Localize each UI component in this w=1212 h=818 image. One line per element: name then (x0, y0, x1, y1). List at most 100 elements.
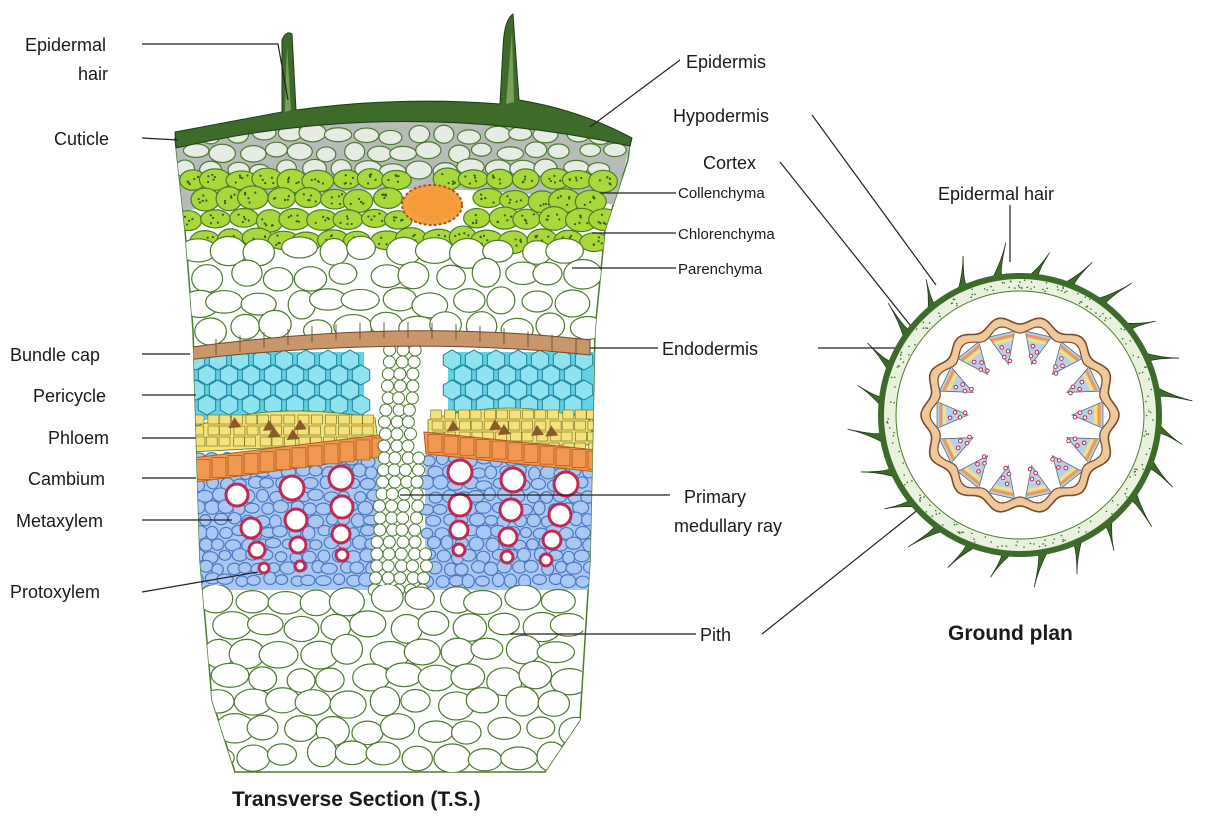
gp-hypodermis-dot (938, 312, 940, 314)
collenchyma-cell (525, 142, 547, 158)
chloroplast-dot (331, 234, 333, 236)
pericycle-cell (264, 365, 281, 385)
pith-cell (441, 638, 474, 666)
chloroplast-dot (601, 242, 603, 244)
xylem-parenchyma-cell (333, 574, 344, 585)
gp-bundle-vessel (1036, 481, 1040, 485)
phloem-cell (574, 421, 585, 430)
cambium-cell (572, 449, 586, 467)
chlorenchyma-cell (589, 170, 618, 192)
chloroplast-dot (276, 234, 278, 236)
gp-hypodermis-dot (1148, 410, 1150, 412)
ray-cell (374, 524, 386, 536)
pericycle-cell (531, 350, 548, 370)
pericycle-cell (319, 380, 336, 400)
chlorenchyma-cell (279, 208, 310, 229)
chloroplast-dot (207, 175, 209, 177)
xylem-parenchyma-cell (361, 525, 375, 536)
chloroplast-dot (202, 194, 204, 196)
chlorenchyma-cell (589, 209, 620, 231)
xylem-parenchyma-cell (527, 514, 540, 526)
gp-hypodermis-dot (970, 296, 972, 298)
gp-hypodermis-dot (1090, 308, 1092, 310)
pericycle-cell (454, 365, 471, 385)
collenchyma-cell (390, 146, 417, 160)
label-protoxylem: Protoxylem (10, 582, 100, 602)
gp-hypodermis-dot (893, 402, 895, 404)
collenchyma-cell (209, 144, 235, 162)
chloroplast-dot (589, 201, 591, 203)
gp-hypodermis-dot (1081, 301, 1083, 303)
chloroplast-dot (244, 192, 246, 194)
phloem-cell (563, 410, 574, 419)
chloroplast-dot (341, 193, 343, 195)
gp-hypodermis-dot (951, 303, 953, 305)
ray-cell (394, 572, 406, 584)
ray-cell (383, 536, 395, 548)
gp-bundle-vessel (1035, 350, 1039, 354)
chloroplast-dot (522, 180, 524, 182)
phloem-cell (575, 410, 586, 419)
ray-cell (407, 368, 419, 380)
phloem-cell (587, 410, 598, 419)
xylem-parenchyma-cell (245, 503, 259, 513)
pith-cell (330, 691, 366, 718)
pith-cell (236, 591, 269, 613)
gp-hypodermis-dot (1034, 286, 1036, 288)
gp-hypodermis-dot (1031, 281, 1033, 283)
phloem-cell (575, 432, 586, 441)
xylem-parenchyma-cell (200, 539, 213, 551)
pericycle-cell (297, 350, 314, 370)
pith-cell (402, 746, 432, 771)
label-epidermal-hair-line1: Epidermal (25, 35, 106, 55)
chloroplast-dot (504, 214, 506, 216)
phloem-cell (246, 415, 257, 424)
cambium-cell (524, 444, 538, 462)
gp-bundle-vessel (1008, 359, 1012, 363)
xylem-parenchyma-cell (257, 489, 269, 502)
chloroplast-dot (584, 204, 586, 206)
gp-hypodermis-dot (1143, 435, 1145, 437)
chloroplast-dot (474, 177, 476, 179)
chloroplast-dot (254, 192, 256, 194)
ray-cell (420, 548, 432, 560)
xylem-parenchyma-cell (236, 576, 248, 586)
vessel (449, 494, 471, 516)
pith-cell (266, 688, 300, 713)
chloroplast-dot (506, 219, 508, 221)
gp-hypodermis-dot (896, 366, 898, 368)
phloem-cell (233, 437, 244, 446)
label-primary-medullary-ray-line2: medullary ray (674, 516, 782, 536)
parenchyma-cell (195, 318, 227, 345)
ray-cell (377, 476, 389, 488)
chloroplast-dot (272, 182, 274, 184)
phloem-cell (206, 437, 217, 446)
gp-hypodermis-dot (894, 386, 896, 388)
chloroplast-dot (284, 199, 286, 201)
chloroplast-dot (509, 199, 511, 201)
chloroplast-dot (242, 221, 244, 223)
phloem-cell (271, 415, 282, 424)
chlorenchyma-cell (458, 170, 488, 188)
pith-cell (538, 691, 569, 717)
chloroplast-dot (441, 173, 443, 175)
ground-plan (848, 243, 1193, 588)
chlorenchyma-cell (238, 186, 268, 209)
chloroplast-dot (350, 183, 352, 185)
gp-bundle-vessel (1006, 349, 1010, 353)
ray-cell (380, 404, 392, 416)
xylem-parenchyma-cell (574, 550, 589, 562)
gp-hypodermis-dot (916, 328, 918, 330)
xylem-parenchyma-cell (358, 501, 373, 514)
ray-cell (397, 536, 409, 548)
chloroplast-dot (499, 178, 501, 180)
xylem-parenchyma-cell (321, 563, 337, 574)
cambium-cell (276, 450, 290, 470)
gp-hypodermis-dot (1125, 493, 1127, 495)
parenchyma-cell (383, 288, 416, 311)
xylem-parenchyma-cell (583, 539, 596, 552)
pith-cell (316, 668, 344, 691)
xylem-parenchyma-cell (484, 488, 495, 501)
ray-cell (386, 488, 398, 500)
phloem-cell (431, 410, 442, 419)
